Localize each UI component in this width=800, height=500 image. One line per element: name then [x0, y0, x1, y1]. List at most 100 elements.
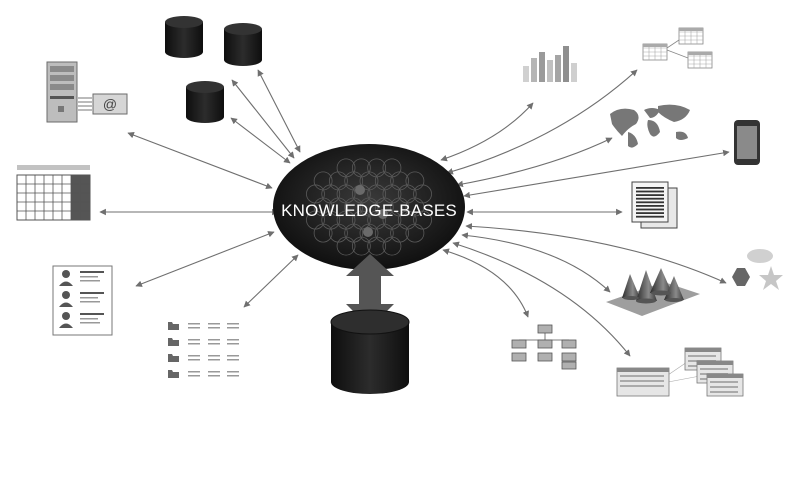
text-line: [188, 339, 200, 341]
text-line: [80, 301, 100, 303]
text-line: [208, 359, 220, 361]
arrow-db-small: [230, 117, 291, 164]
arrow-related-tables: [446, 69, 638, 175]
person-icon: [59, 281, 73, 286]
folder-icon: [168, 338, 179, 346]
arrow-mobile-phone: [463, 149, 730, 199]
person-icon: [62, 291, 70, 299]
form-field: [700, 368, 728, 370]
form-titlebar: [617, 368, 669, 372]
form-field: [710, 391, 738, 393]
text-line: [636, 201, 664, 204]
mesh-cell: [367, 236, 387, 256]
text-line: [208, 371, 220, 373]
text-line: [208, 375, 220, 377]
mesh-cell: [313, 223, 333, 243]
text-line: [636, 208, 664, 211]
text-line: [636, 187, 664, 189]
arrow-contacts: [135, 231, 275, 287]
text-line: [208, 339, 220, 341]
text-line: [80, 280, 100, 282]
bar-chart-icon: [523, 46, 577, 82]
mesh-node: [355, 185, 365, 195]
hub-network-mesh: [306, 158, 432, 256]
text-line: [227, 327, 239, 329]
mesh-cell: [405, 223, 425, 243]
person-icon: [62, 270, 70, 278]
connector-arrows: [99, 69, 730, 357]
arrow-file-list: [243, 254, 299, 308]
form-field: [620, 385, 664, 387]
arrow-3d-cones: [461, 232, 611, 293]
text-line: [636, 190, 664, 193]
text-line: [188, 343, 200, 345]
form-field: [620, 375, 664, 377]
shapes-icon: [732, 249, 783, 290]
text-line: [80, 318, 98, 320]
relation-line: [666, 39, 680, 49]
mesh-node: [378, 209, 388, 219]
form-field: [710, 386, 738, 388]
main-database-icon: [330, 309, 410, 394]
form-titlebar: [685, 348, 721, 352]
text-line: [227, 355, 239, 357]
text-line: [80, 322, 100, 324]
related-tables-icon: [642, 27, 713, 69]
folder-icon: [168, 370, 179, 378]
knowledge-base-hub: KNOWLEDGE-BASES: [273, 144, 465, 270]
text-line: [80, 271, 104, 273]
text-line: [208, 355, 220, 357]
text-line: [208, 323, 220, 325]
text-line: [80, 292, 104, 294]
text-line: [227, 375, 239, 377]
text-line: [188, 371, 200, 373]
hub-to-db-thick-arrow: [346, 254, 394, 328]
text-line: [80, 297, 98, 299]
mesh-cell: [336, 236, 356, 256]
text-line: [188, 327, 200, 329]
world-map-icon: [610, 104, 690, 148]
org-chart-icon: [511, 324, 577, 370]
form-titlebar: [707, 374, 743, 378]
mesh-node: [363, 227, 373, 237]
form-field: [688, 355, 716, 357]
relation-line: [666, 49, 689, 59]
arrow-db-top-left: [231, 79, 295, 159]
arrow-bar-chart: [440, 102, 534, 162]
folder-icon: [168, 354, 179, 362]
3d-cones-chart-icon: [606, 268, 700, 316]
mesh-cell: [351, 236, 371, 256]
at-sign-icon: @: [103, 96, 117, 112]
arrow-org-chart: [442, 248, 529, 318]
text-line: [636, 215, 664, 218]
contacts-list-icon: [52, 265, 113, 336]
mesh-cell: [382, 236, 402, 256]
person-icon: [62, 312, 70, 320]
arrow-world-map: [456, 137, 613, 188]
text-line: [636, 205, 664, 207]
text-line: [227, 323, 239, 325]
database-icon-3: [186, 81, 224, 123]
database-icon-2: [224, 23, 262, 66]
folder-icon: [168, 322, 179, 330]
text-line: [80, 313, 104, 315]
form-field: [710, 381, 738, 383]
mobile-phone-icon: [734, 120, 760, 165]
form-field: [620, 380, 664, 382]
text-line: [188, 375, 200, 377]
arrow-web-forms: [452, 241, 631, 357]
database-icon-1: [165, 16, 203, 58]
text-line: [188, 359, 200, 361]
arrow-email-server: [127, 132, 273, 189]
person-icon: [59, 302, 73, 307]
spreadsheet-icon: [16, 165, 91, 221]
text-line: [227, 371, 239, 373]
documents-icon: [631, 181, 678, 229]
email-server-icon: @: [46, 61, 128, 123]
arrow-shapes: [465, 223, 727, 284]
text-line: [80, 276, 98, 278]
file-list-icon: [168, 322, 239, 378]
text-line: [188, 355, 200, 357]
text-line: [208, 327, 220, 329]
